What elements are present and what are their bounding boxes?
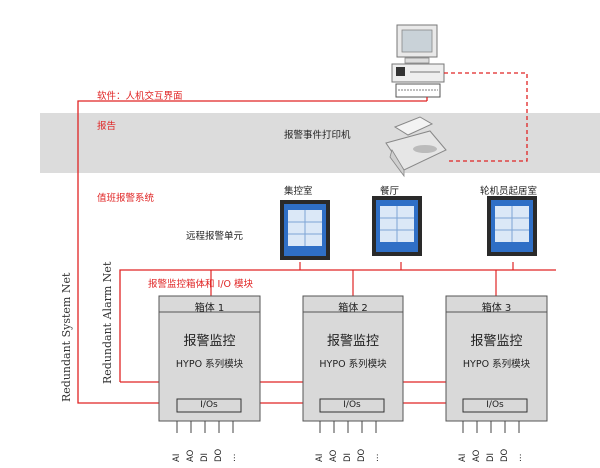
cabinet-3-title: 箱体 3: [481, 303, 512, 314]
signal-more: …: [514, 453, 524, 463]
room-label-2: 餐厅: [380, 186, 400, 197]
cabinet-3: [445, 295, 548, 422]
signal-do: DO: [500, 448, 510, 462]
cabinet-2-sub: HYPO 系列模块: [319, 359, 387, 370]
software-hmi-label: 软件：人机交互界面: [97, 91, 183, 102]
cabinet-1-title: 箱体 1: [194, 303, 225, 314]
signal-di: DI: [343, 452, 353, 462]
room-label-3: 轮机员起居室: [480, 186, 538, 197]
redundant-alarm-net-label: Redundant Alarm Net: [101, 261, 114, 384]
workstation-computer-icon: [391, 24, 445, 98]
signal-ai: AI: [172, 453, 182, 462]
cabinet-3-io: I/Os: [486, 400, 504, 410]
cabinet-1-main: 报警监控: [183, 334, 236, 349]
remote-alarm-panel-3-icon: [487, 196, 537, 256]
redundant-system-net-line: [77, 100, 427, 404]
cabinet-1: [158, 295, 261, 422]
cabinet-2-main: 报警监控: [326, 334, 379, 349]
remote-alarm-panel-2-icon: [372, 196, 422, 256]
signal-ao: AO: [329, 449, 339, 462]
signal-do: DO: [357, 448, 367, 462]
remote-alarm-panel-1-icon: [280, 200, 330, 260]
computer-printer-dashed-link: [444, 72, 528, 162]
io-signal-wires: [176, 421, 520, 433]
cabinet-2: [302, 295, 404, 422]
redundant-system-net-label: Redundant System Net: [60, 272, 73, 402]
signal-ai: AI: [458, 453, 468, 462]
signal-ao: AO: [186, 449, 196, 462]
signal-do: DO: [214, 448, 224, 462]
cabinet-1-io: I/Os: [200, 400, 218, 410]
cabinet-3-sub: HYPO 系列模块: [462, 359, 531, 370]
alarm-label: 报告: [97, 121, 117, 132]
printer-band: [40, 113, 600, 173]
cabinet-1-sub: HYPO 系列模块: [175, 359, 244, 370]
signal-more: …: [371, 453, 381, 463]
cabinet-io-module-label: 报警监控箱体和 I/O 模块: [148, 279, 254, 290]
signal-ao: AO: [472, 449, 482, 462]
alarm-printer-icon: [385, 116, 447, 178]
duty-alarm-system-label: 值班报警系统: [97, 193, 155, 204]
cabinet-2-io: I/Os: [343, 400, 361, 410]
signal-ai: AI: [315, 453, 325, 462]
room-label-1: 集控室: [284, 186, 313, 197]
signal-more: …: [228, 453, 238, 463]
redundant-alarm-net-line: [119, 269, 556, 382]
cabinet-2-title: 箱体 2: [338, 303, 368, 314]
cabinet-3-main: 报警监控: [470, 334, 523, 349]
remote-alarm-unit-label: 远程报警单元: [186, 231, 244, 242]
signal-di: DI: [200, 452, 210, 462]
signal-di: DI: [486, 452, 496, 462]
alarm-printer-label: 报警事件打印机: [284, 130, 351, 141]
